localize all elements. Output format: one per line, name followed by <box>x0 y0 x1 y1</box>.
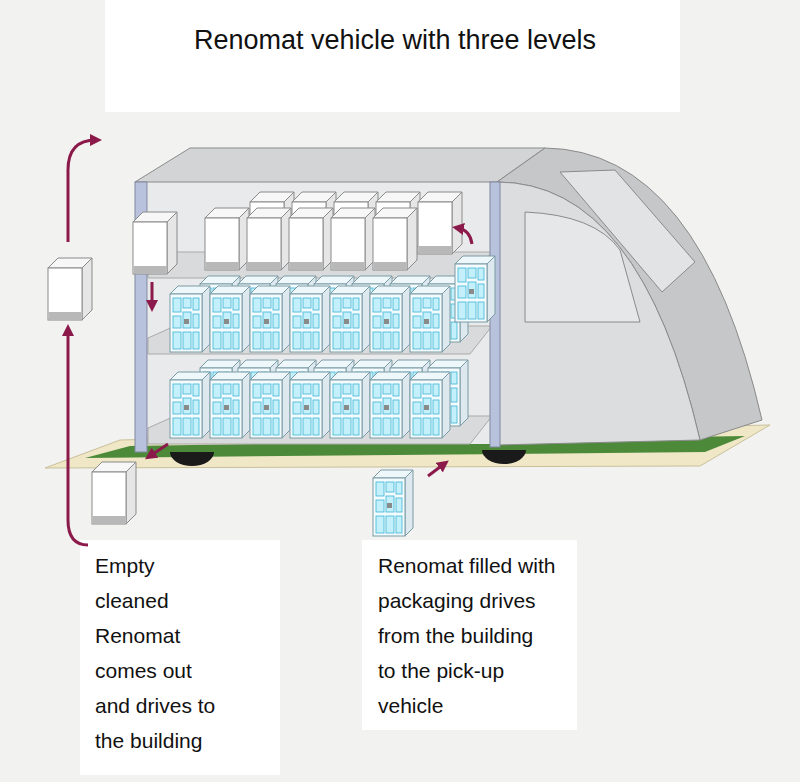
renomat-lowering <box>133 212 177 274</box>
title-panel <box>105 0 680 112</box>
flow-arrows <box>68 140 472 545</box>
diagram-title: Renomat vehicle with three levels <box>105 22 685 58</box>
wheel <box>170 452 214 466</box>
cab-side <box>497 182 700 445</box>
caption-text: Renomat filled with packaging drives fro… <box>378 548 556 723</box>
caption-panel <box>362 540 577 730</box>
caption-panel <box>80 540 280 775</box>
filled-renomats <box>170 276 468 352</box>
renomat-returning <box>48 258 92 320</box>
cargo-back-wall <box>148 182 493 444</box>
wheel <box>482 450 526 464</box>
renomat-empty-outside <box>92 462 136 524</box>
renomat-lifting <box>455 256 495 322</box>
empty-renomats <box>205 192 462 270</box>
renomat-filled-outside <box>373 470 413 536</box>
windscreen <box>560 170 695 292</box>
filled-renomats <box>170 360 468 438</box>
caption-text: Empty cleaned Renomat comes out and driv… <box>95 548 227 758</box>
vehicle-roof <box>135 148 545 182</box>
